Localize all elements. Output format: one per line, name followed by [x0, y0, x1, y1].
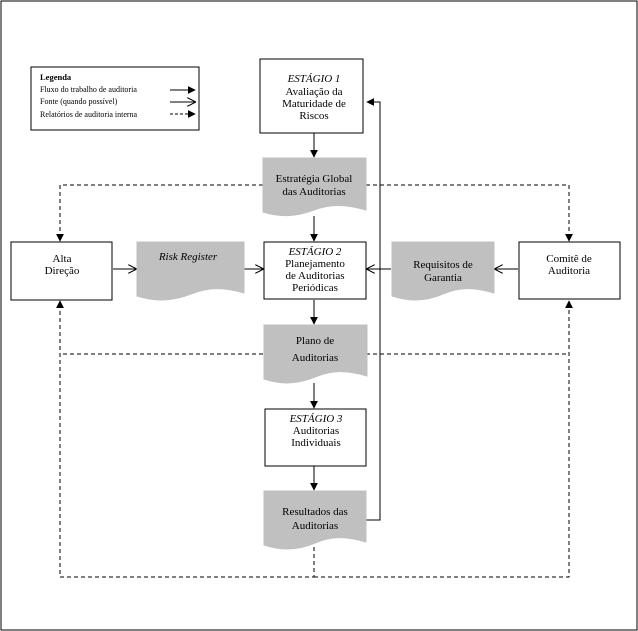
stage3-line2: Individuais	[291, 437, 341, 449]
resultados-line2: Auditorias	[292, 520, 338, 532]
plano-line1: Plano de	[296, 335, 334, 347]
stage3-line1: Auditorias	[293, 425, 339, 437]
legend: Legenda Fluxo do trabalho de auditoria F…	[30, 66, 200, 131]
stage1-title: ESTÁGIO 1	[287, 73, 341, 85]
report-lines	[56, 184, 573, 578]
doc-estrategia: Estratégia Global das Auditorias	[262, 157, 367, 217]
stage1-line3: Riscos	[299, 110, 328, 122]
stage2-box: ESTÁGIO 2 Planejamento de Auditorias Per…	[263, 241, 367, 300]
comite-box: Comitê de Auditoria	[518, 241, 621, 300]
estrategia-line1: Estratégia Global	[276, 173, 353, 185]
stage2-line1: Planejamento	[285, 258, 345, 270]
legend-item-source: Fonte (quando possível)	[40, 97, 118, 106]
legend-item-reports: Relatórios de auditoria interna	[40, 110, 138, 119]
dashed-estrategia-to-comite	[366, 184, 573, 242]
doc-plano: Plano de Auditorias	[263, 324, 368, 384]
arrow-resultados-to-stage1	[366, 98, 381, 521]
risk-register-label: Risk Register	[158, 251, 218, 263]
stage3-title: ESTÁGIO 3	[289, 413, 343, 425]
doc-requisitos: Requisitos de Garantia	[391, 241, 495, 301]
dashed-estrategia-to-alta	[56, 184, 263, 242]
requisitos-line2: Garantia	[424, 272, 462, 284]
stage2-line2: de Auditorias	[286, 270, 345, 282]
legend-item-workflow: Fluxo do trabalho de auditoria	[40, 85, 137, 94]
stage1-line1: Avaliação da	[286, 86, 343, 98]
workflow-arrows	[310, 98, 381, 521]
stage1-box: ESTÁGIO 1 Avaliação da Maturidade de Ris…	[259, 58, 364, 134]
stage1-line2: Maturidade de	[282, 98, 346, 110]
alta-direcao-line1: Alta	[53, 253, 72, 265]
legend-title: Legenda	[40, 72, 72, 82]
estrategia-line2: das Auditorias	[282, 186, 345, 198]
comite-line2: Auditoria	[548, 265, 590, 277]
dashed-resultados-to-alta	[56, 300, 315, 578]
resultados-line1: Resultados das	[282, 506, 348, 518]
comite-line1: Comitê de	[546, 253, 592, 265]
dashed-resultados-to-comite	[314, 300, 573, 578]
stage2-title: ESTÁGIO 2	[288, 246, 342, 258]
stage3-box: ESTÁGIO 3 Auditorias Individuais	[264, 408, 367, 467]
stage2-line3: Periódicas	[292, 282, 338, 294]
plano-line2: Auditorias	[292, 352, 338, 364]
alta-direcao-box: Alta Direção	[10, 241, 113, 301]
doc-risk-register: Risk Register	[136, 241, 245, 301]
requisitos-line1: Requisitos de	[413, 259, 473, 271]
legend-box	[30, 66, 200, 131]
alta-direcao-line2: Direção	[45, 265, 80, 277]
doc-resultados: Resultados das Auditorias	[263, 490, 367, 550]
